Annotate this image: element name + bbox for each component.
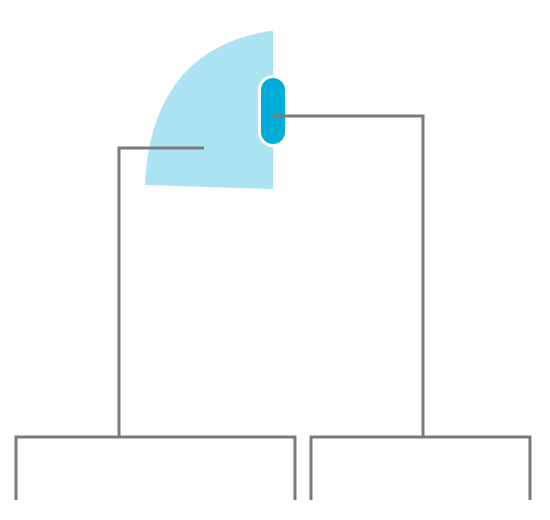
right-leader-line <box>272 114 425 437</box>
left-callout-box <box>14 435 297 500</box>
dark-blue-rounded-pill-shape <box>258 75 288 147</box>
right-callout-box <box>309 435 532 500</box>
light-blue-quarter-circle-shape <box>145 31 270 189</box>
left-leader-line <box>117 146 204 437</box>
